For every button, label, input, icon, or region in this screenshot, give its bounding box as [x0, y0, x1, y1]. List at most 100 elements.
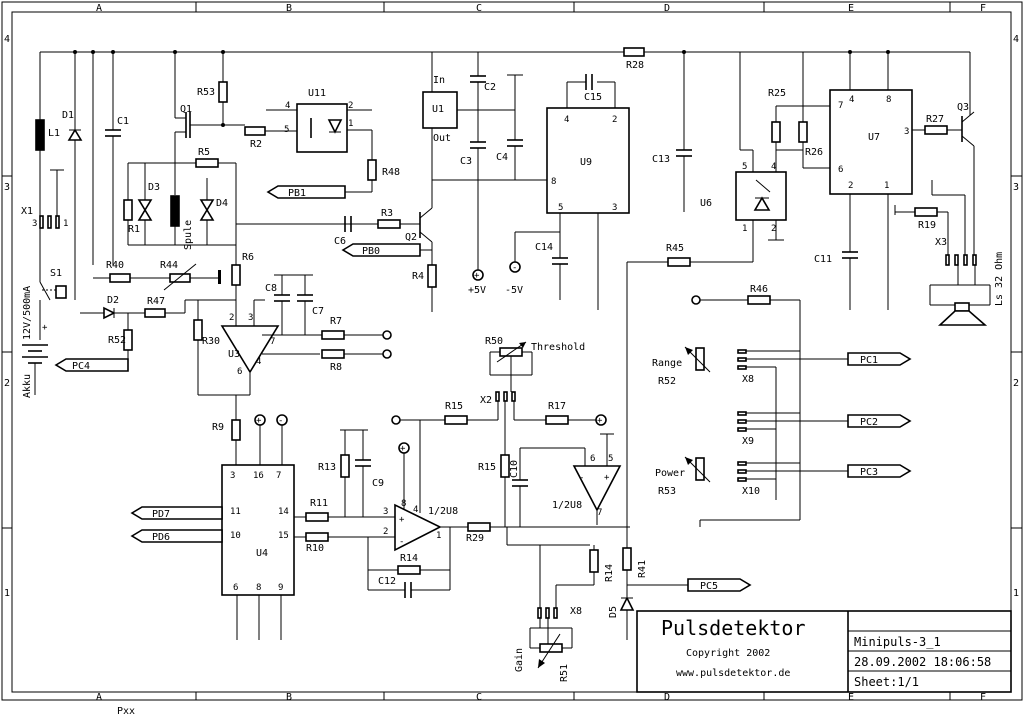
- connector-x9: X9: [737, 411, 848, 447]
- label-r40: R45: [666, 243, 684, 254]
- label-r51: R51: [559, 664, 570, 682]
- svg-text:3: 3: [612, 203, 617, 213]
- svg-text:+: +: [597, 416, 603, 426]
- svg-text:4: 4: [413, 505, 418, 515]
- col-label-d-top: D: [664, 3, 670, 14]
- resistor-r5: R5: [128, 147, 237, 265]
- label-c13: C13: [652, 154, 670, 165]
- label-u1-out: Out: [433, 133, 451, 144]
- battery-akku: + 12V/500mA Akku: [22, 286, 48, 398]
- label-pc3: PC3: [860, 467, 878, 478]
- svg-text:3: 3: [230, 471, 235, 481]
- label-spule: Spule: [183, 220, 194, 250]
- row-markers: 4 3 2 1 4 3 2 1: [2, 34, 1022, 599]
- label-c2: C2: [484, 82, 496, 93]
- title-project: Minipuls-3_1: [854, 635, 941, 649]
- label-d4: D4: [216, 198, 228, 209]
- svg-text:4: 4: [285, 101, 290, 111]
- label-x1: X1: [21, 206, 33, 217]
- connector-x3: X3: [929, 237, 991, 306]
- svg-text:-: -: [512, 263, 517, 273]
- label-r9: R9: [212, 422, 224, 433]
- label-r2: R2: [250, 139, 262, 150]
- net-pb0: PB0: [341, 243, 432, 257]
- resistor-r26: R26: [798, 52, 830, 169]
- label-pc1: PC1: [860, 355, 878, 366]
- opamp-u8b: - + 6 5 7 1/2U8: [552, 433, 622, 525]
- svg-text:1: 1: [63, 219, 68, 229]
- label-d5: D5: [608, 606, 619, 618]
- svg-text:+5V: +5V: [468, 285, 486, 296]
- svg-text:7: 7: [838, 101, 843, 111]
- column-markers: A B C D E F A B C D E F: [96, 2, 986, 703]
- label-pc2: PC2: [860, 417, 878, 428]
- svg-text:+: +: [42, 323, 48, 333]
- label-r50: R50: [485, 336, 503, 347]
- label-r10: R10: [306, 543, 324, 554]
- resistor-r27: R27: [912, 114, 962, 135]
- diode-d1: D1: [62, 52, 83, 300]
- svg-text:4: 4: [256, 357, 261, 367]
- label-r14: R14: [400, 553, 418, 564]
- resistor-r19: + R17: [514, 401, 607, 426]
- label-pb0: PB0: [362, 246, 380, 257]
- svg-text:3: 3: [383, 507, 388, 517]
- net-pc5: PC5: [627, 578, 752, 592]
- ic-u9: U9 4 2 8 5 3 C15: [546, 74, 630, 310]
- col-label-e-top: E: [848, 3, 854, 14]
- optocoupler-u6: 5 4 1 2: [735, 150, 787, 262]
- resistor-r30: R30: [193, 299, 236, 396]
- col-label-a-bottom: A: [96, 692, 102, 703]
- title-main: Pulsdetektor: [661, 616, 806, 640]
- label-r53: R53: [658, 486, 676, 497]
- capacitor-c14: - -5V C14: [505, 231, 568, 300]
- label-r29: R29: [466, 533, 484, 544]
- net-pc3: PC3: [847, 464, 912, 478]
- label-r15: R14: [604, 564, 615, 582]
- label-r24: R19: [918, 220, 936, 231]
- label-u4: U4: [256, 548, 268, 559]
- net-pc2: PC2: [847, 414, 912, 428]
- connector-x6: X8: [537, 545, 582, 619]
- svg-text:5: 5: [742, 162, 747, 172]
- ic-u1: U1 In Out: [422, 52, 458, 208]
- svg-text:4: 4: [849, 95, 854, 105]
- svg-text:2: 2: [383, 527, 388, 537]
- resistor-r11: R11: [294, 498, 395, 522]
- label-r28: R28: [626, 60, 644, 71]
- label-c10: C10: [509, 460, 520, 478]
- capacitor-c8: C8: [265, 275, 290, 335]
- col-label-c-bottom: C: [476, 692, 482, 703]
- ic-u7: U7 7 4 8 3 6 2 1: [829, 52, 913, 310]
- coil-spule: Spule: [170, 195, 194, 250]
- label-c8: C8: [265, 283, 277, 294]
- svg-text:7: 7: [276, 471, 281, 481]
- col-label-c-top: C: [476, 3, 482, 14]
- label-c6: C6: [334, 236, 346, 247]
- potentiometer-r51: Gain R51: [514, 618, 573, 682]
- col-label-e-bottom: E: [848, 692, 854, 703]
- svg-text:6: 6: [233, 583, 238, 593]
- switch-s1: S1: [39, 228, 67, 340]
- svg-text:10: 10: [230, 531, 241, 541]
- label-c14: C14: [535, 242, 553, 253]
- svg-text:6: 6: [237, 367, 242, 377]
- label-x2: X2: [480, 395, 492, 406]
- label-c12: C11: [814, 254, 832, 265]
- label-c15: C15: [584, 92, 602, 103]
- svg-text:+: +: [399, 515, 405, 525]
- label-x3: X3: [935, 237, 947, 248]
- label-u11: U11: [308, 88, 326, 99]
- svg-text:2: 2: [348, 101, 353, 111]
- capacitor-c13: C13 U6: [652, 52, 712, 212]
- svg-text:+: +: [400, 444, 406, 454]
- svg-text:+: +: [256, 416, 262, 426]
- label-akku: Akku: [22, 374, 33, 398]
- potentiometer-r53: Power R53: [655, 456, 711, 497]
- label-r30: R30: [202, 336, 220, 347]
- net-pc4: PC4: [54, 358, 129, 372]
- label-r34: R40: [106, 260, 124, 271]
- diode-d3: D3: [137, 163, 160, 245]
- svg-text:4: 4: [771, 162, 776, 172]
- label-r25: R25: [768, 88, 786, 99]
